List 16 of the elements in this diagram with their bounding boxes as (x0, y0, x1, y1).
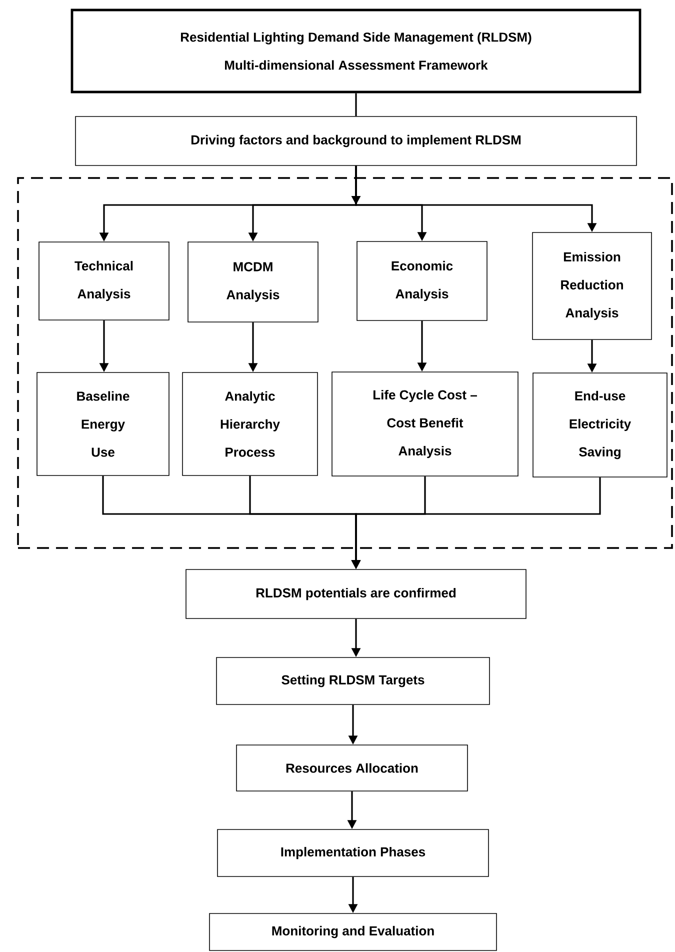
process-box: Setting RLDSM Targets (216, 657, 490, 705)
title-box: Residential Lighting Demand Side Management (RLDSM) Multi-dimensional Assessment Framework (70, 8, 642, 94)
dashed-frame (17, 177, 673, 549)
process-box: Monitoring and Evaluation (209, 913, 497, 951)
process-box: Implementation Phases (217, 829, 489, 877)
process-box: Technical Analysis (38, 242, 170, 320)
process-box: Baseline Energy Use (36, 372, 170, 476)
process-box: Driving factors and background to implement RLDSM (75, 116, 637, 166)
process-box: MCDM Analysis (188, 242, 318, 322)
process-box: Analytic Hierarchy Process (182, 372, 318, 476)
process-box: Life Cycle Cost – Cost Benefit Analysis (332, 372, 518, 476)
process-box: Economic Analysis (356, 241, 488, 321)
process-box: Emission Reduction Analysis (532, 232, 652, 340)
process-box: Resources Allocation (236, 744, 468, 792)
process-box: RLDSM potentials are confirmed (186, 569, 526, 619)
process-box: End-use Electricity Saving (532, 372, 668, 478)
